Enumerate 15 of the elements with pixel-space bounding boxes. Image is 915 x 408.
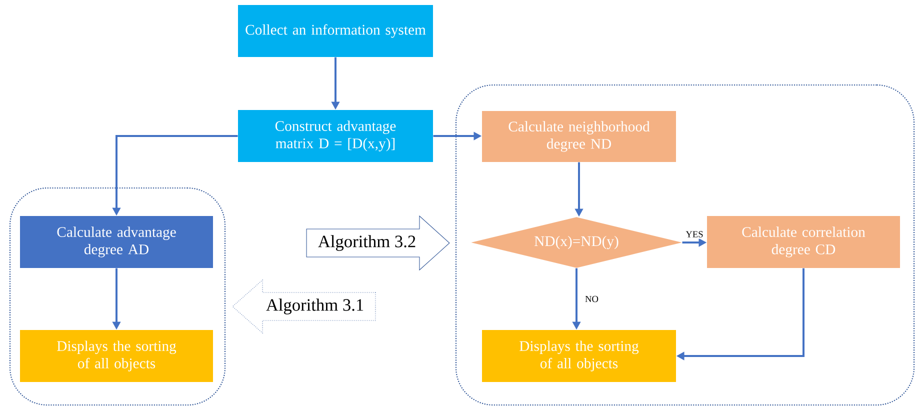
block-arrow — [232, 279, 376, 334]
process-box: Calculate advantage degree AD — [20, 216, 213, 268]
edge-label: YES — [684, 230, 705, 239]
process-box: Construct advantage matrix D = [D(x,y)] — [238, 110, 433, 162]
process-box: Calculate correlation degree CD — [707, 216, 900, 268]
process-box: Calculate neighborhood degree ND — [482, 111, 676, 162]
group-container — [455, 84, 915, 406]
output-box: Displays the sorting of all objects — [482, 330, 676, 382]
block-arrow — [306, 215, 450, 271]
group-container — [9, 187, 226, 406]
edge-label: Algorithm 3.1 — [266, 298, 364, 314]
edge-label: NO — [584, 294, 600, 304]
output-box: Displays the sorting of all objects — [20, 330, 213, 382]
process-box: Collect an information system — [238, 5, 433, 57]
edge-label: Algorithm 3.2 — [318, 235, 416, 251]
